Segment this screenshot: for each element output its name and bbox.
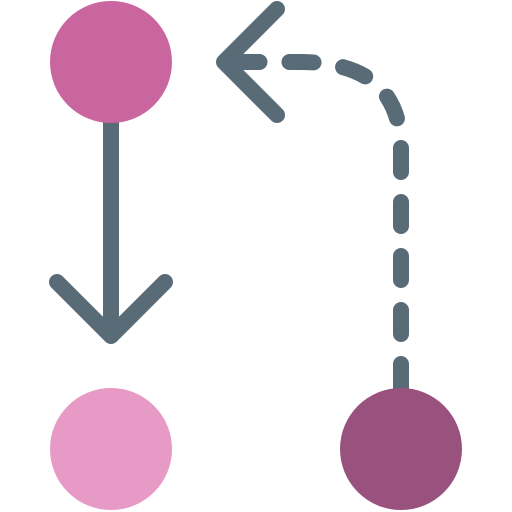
left-arrow-head bbox=[216, 1, 285, 123]
down-arrow-head bbox=[49, 274, 173, 344]
top-node bbox=[50, 1, 172, 123]
bottom-left-node bbox=[50, 388, 172, 510]
bottom-right-node bbox=[340, 388, 462, 510]
dashed-return-path bbox=[224, 54, 409, 396]
